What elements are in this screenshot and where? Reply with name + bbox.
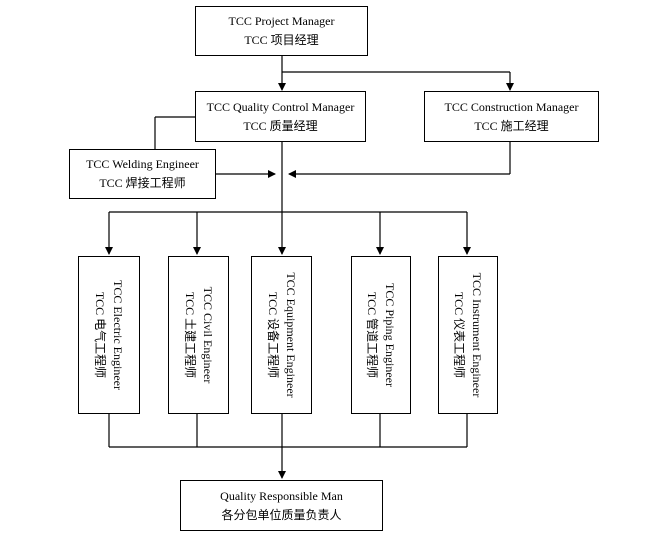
- piping-engineer-box: TCC Piping Engineer TCC 管道工程师: [351, 256, 411, 414]
- piping-engineer-title-zh: TCC 管道工程师: [365, 291, 379, 379]
- welding-engineer-title-en: TCC Welding Engineer: [86, 157, 199, 171]
- construction-manager-title-en: TCC Construction Manager: [444, 99, 579, 114]
- qc-manager-title-en: TCC Quality Control Manager: [206, 99, 355, 114]
- quality-responsible-title-en: Quality Responsible Man: [220, 488, 343, 503]
- project-manager-box: TCC Project Manager TCC 项目经理: [195, 6, 368, 56]
- instrument-engineer-title-en: TCC Instrument Engineer: [470, 272, 484, 398]
- welding-engineer-box: TCC Welding Engineer TCC 焊接工程师: [69, 149, 216, 199]
- equipment-engineer-title-en: TCC Equipment Engineer: [283, 272, 298, 398]
- quality-responsible-title-zh: 各分包单位质量负责人: [221, 507, 342, 522]
- project-manager-title-zh: TCC 项目经理: [244, 33, 319, 47]
- construction-manager-title-zh: TCC 施工经理: [474, 118, 549, 133]
- construction-manager-box: TCC Construction Manager TCC 施工经理: [424, 91, 599, 142]
- instrument-engineer-title-zh: TCC 仪表工程师: [452, 291, 466, 379]
- welding-engineer-title-zh: TCC 焊接工程师: [99, 176, 186, 190]
- quality-responsible-box: Quality Responsible Man 各分包单位质量负责人: [180, 480, 383, 531]
- equipment-engineer-title-zh: TCC 设备工程师: [265, 291, 280, 379]
- electric-engineer-box: TCC Electric Engineer TCC 电气工程师: [78, 256, 140, 414]
- qc-manager-title-zh: TCC 质量经理: [243, 118, 318, 133]
- project-manager-title-en: TCC Project Manager: [228, 14, 335, 28]
- civil-engineer-box: TCC Civil Engineer TCC 土建工程师: [168, 256, 229, 414]
- equipment-engineer-box: TCC Equipment Engineer TCC 设备工程师: [251, 256, 312, 414]
- qc-manager-box: TCC Quality Control Manager TCC 质量经理: [195, 91, 366, 142]
- piping-engineer-title-en: TCC Piping Engineer: [383, 283, 397, 387]
- electric-engineer-title-zh: TCC 电气工程师: [93, 291, 107, 379]
- civil-engineer-title-en: TCC Civil Engineer: [200, 286, 215, 384]
- instrument-engineer-box: TCC Instrument Engineer TCC 仪表工程师: [438, 256, 498, 414]
- electric-engineer-title-en: TCC Electric Engineer: [111, 280, 125, 390]
- civil-engineer-title-zh: TCC 土建工程师: [182, 291, 197, 379]
